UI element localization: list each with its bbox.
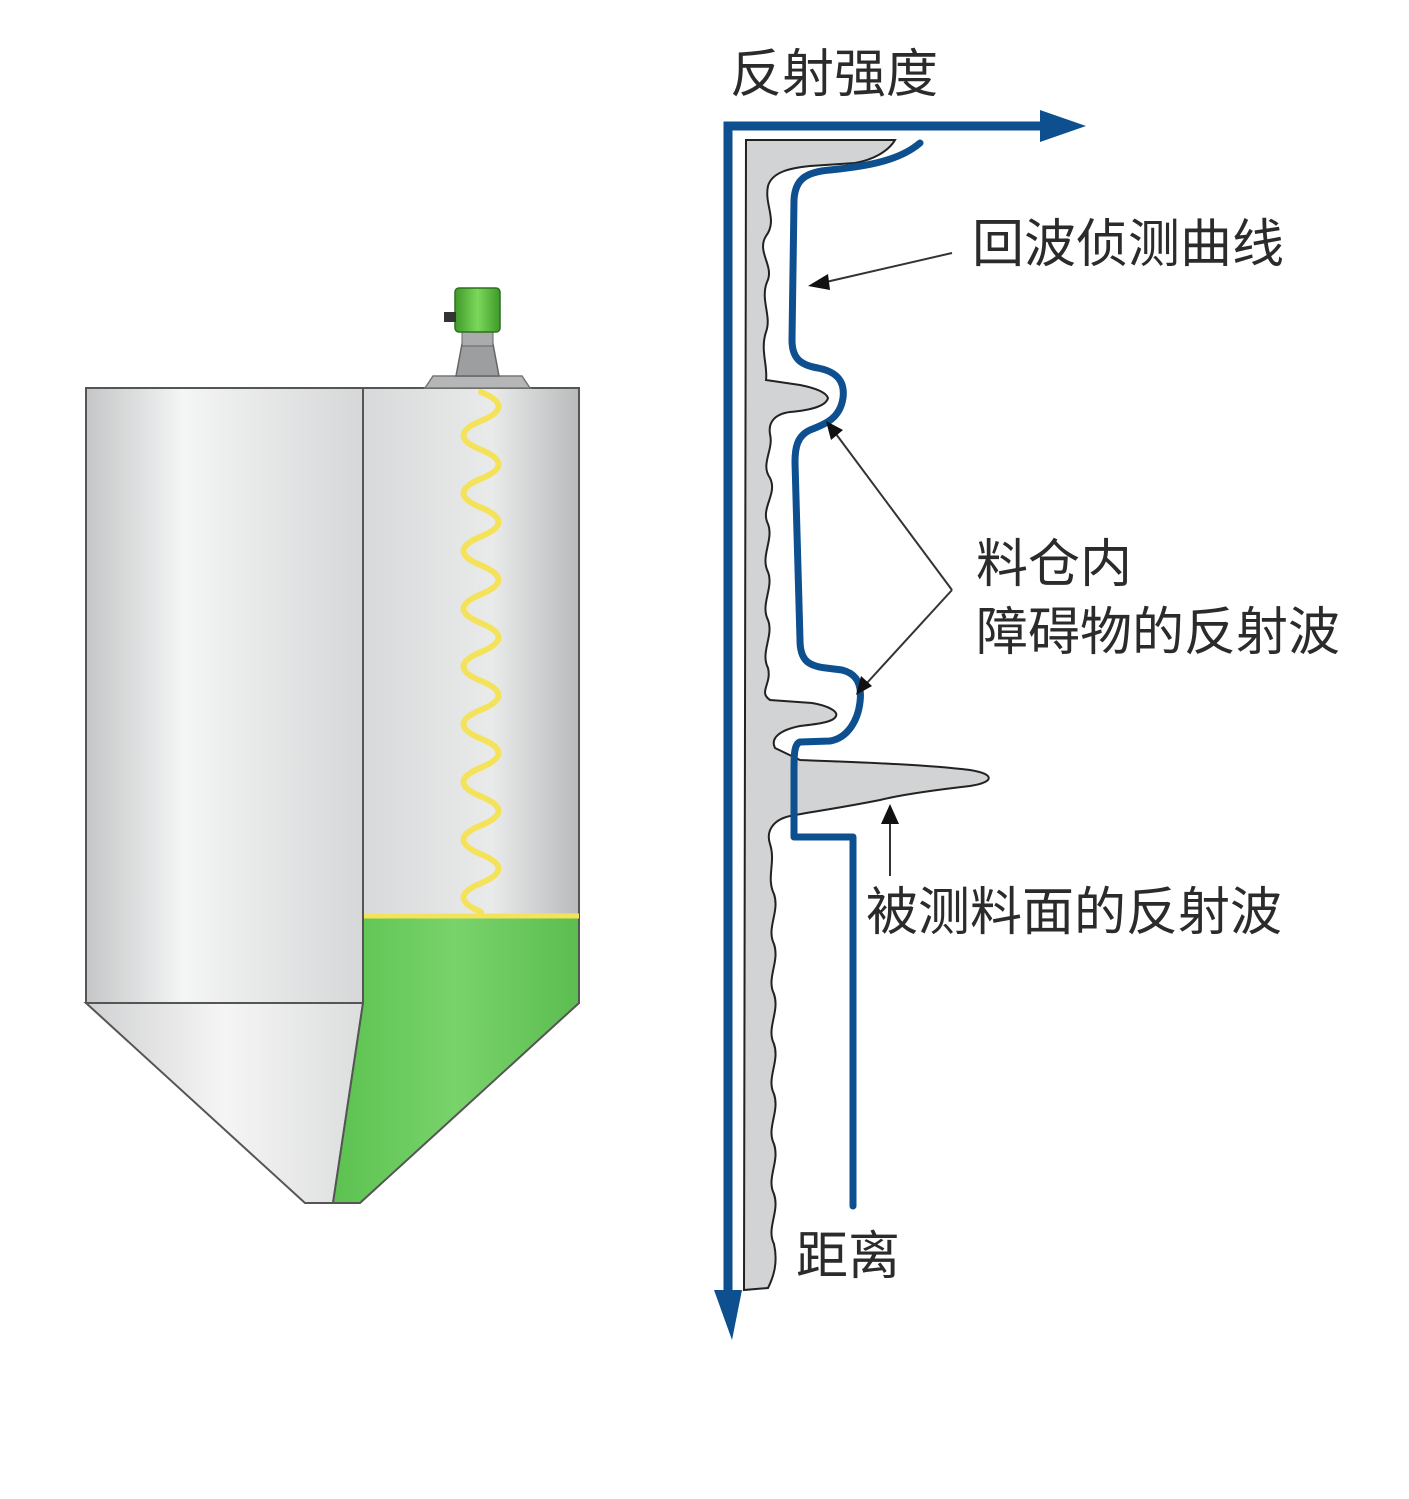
x-axis-arrow xyxy=(714,1290,742,1340)
x-axis-label: 距离 xyxy=(796,1227,901,1287)
silo-cone-left xyxy=(83,1002,365,1204)
silo-left-panel xyxy=(85,387,364,1004)
surface-label: 被测料面的反射波 xyxy=(866,883,1283,943)
reflection-profile xyxy=(742,139,990,1292)
y-axis-line xyxy=(723,121,1040,1300)
echo-curve-pointer xyxy=(808,252,953,290)
radar-sensor xyxy=(423,287,532,389)
silo-right-panel xyxy=(362,387,580,917)
signal-graph xyxy=(714,110,1086,1340)
sensor-horn xyxy=(455,343,500,377)
obstacle-pointers xyxy=(826,421,953,695)
surface-pointer xyxy=(881,804,899,876)
radar-wave xyxy=(460,389,502,915)
sensor-connector xyxy=(444,312,456,322)
echo-detection-curve xyxy=(788,139,924,1210)
echo-curve-label: 回波侦测曲线 xyxy=(972,215,1285,275)
obstacle-label-line2: 障碍物的反射波 xyxy=(976,603,1341,663)
obstacle-label-line1: 料仓内 xyxy=(976,535,1133,595)
y-axis-arrow xyxy=(1040,110,1086,142)
silo xyxy=(83,387,580,1204)
material-fill xyxy=(331,915,580,1204)
sensor-head xyxy=(454,287,501,333)
y-axis-label: 反射强度 xyxy=(730,45,939,105)
sensor-flange xyxy=(423,375,532,389)
